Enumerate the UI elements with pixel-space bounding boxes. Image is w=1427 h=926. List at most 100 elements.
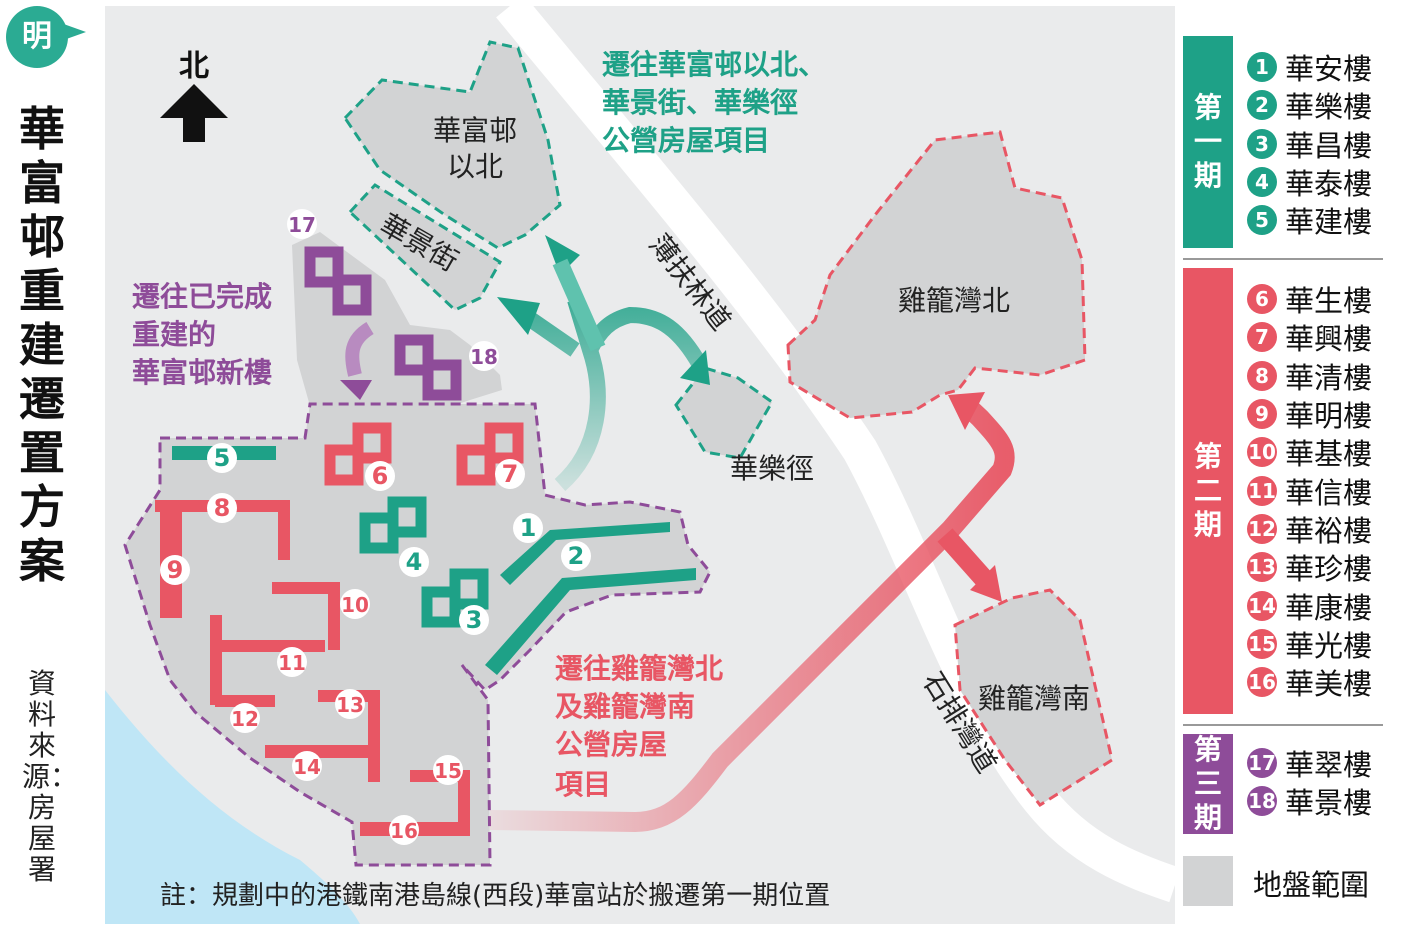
- building-marker-label-5: 5: [214, 444, 231, 472]
- building-marker-8: [207, 493, 237, 523]
- legend-number-badge: 15: [1247, 628, 1277, 659]
- legend-divider: [1183, 724, 1383, 726]
- legend-ground-swatch: [1183, 856, 1233, 906]
- legend-item-12: 12 華裕樓: [1247, 510, 1372, 548]
- building-7-block: [456, 422, 524, 486]
- building-1-block: [500, 522, 670, 585]
- phase1-arrowhead-right: [680, 350, 710, 385]
- building-marker-label-14: 14: [293, 755, 321, 779]
- building-marker-label-13: 13: [336, 693, 364, 717]
- legend-number-badge: 8: [1247, 360, 1277, 391]
- building-marker-15: [433, 755, 463, 785]
- legend-number-badge: 16: [1247, 667, 1277, 698]
- site-wah-lok-path: [674, 366, 774, 460]
- annotation-phase1: 遷往華富邨以北、華景街、華樂徑公營房屋項目: [602, 48, 826, 157]
- legend-number-badge: 18: [1247, 786, 1277, 817]
- legend-item-4: 4 華泰樓: [1247, 163, 1372, 201]
- building-marker-16: [389, 815, 419, 845]
- building-12-block: [215, 695, 275, 707]
- site-wah-king-street: [347, 183, 503, 312]
- legend-building-name: 華裕樓: [1285, 513, 1373, 548]
- annotation-phase3: 遷往已完成重建的華富邨新樓: [132, 280, 272, 389]
- building-marker-label-6: 6: [372, 462, 389, 490]
- legend-number-badge: 12: [1247, 513, 1277, 544]
- legend-building-name: 華樂樓: [1285, 90, 1373, 125]
- building-4-block: [359, 496, 427, 554]
- legend-number-badge: 10: [1247, 437, 1277, 468]
- building-marker-label-3: 3: [466, 606, 483, 634]
- building-marker-label-2: 2: [568, 542, 585, 570]
- legend-number-badge: 7: [1247, 322, 1277, 353]
- legend-number-badge: 4: [1247, 167, 1277, 198]
- site-kai-lung-wan-north: [786, 130, 1087, 420]
- building-18-block: [394, 334, 462, 401]
- label-wah-lok-path: 華樂徑: [730, 452, 814, 485]
- legend-phase3-label: 第三期: [1193, 733, 1222, 834]
- building-marker-3: [459, 605, 489, 635]
- building-marker-17: [287, 209, 317, 239]
- building-marker-2: [561, 541, 591, 571]
- legend-building-name: 華建樓: [1285, 205, 1373, 240]
- building-marker-label-17: 17: [288, 213, 316, 237]
- north-label: 北: [179, 49, 209, 84]
- legend-building-name: 華興樓: [1285, 322, 1373, 357]
- phase2-route: [489, 394, 1015, 833]
- legend-building-name: 華生樓: [1285, 284, 1373, 319]
- label-kai-lung-wan-south: 雞籠灣南: [978, 682, 1090, 715]
- building-marker-label-7: 7: [502, 460, 519, 488]
- building-marker-14: [292, 751, 322, 781]
- footnote: 註：規劃中的港鐵南港島線(西段)華富站於搬遷第一期位置: [160, 881, 830, 911]
- legend-number-badge: 17: [1247, 748, 1277, 779]
- building-marker-label-1: 1: [520, 514, 537, 542]
- legend-number-badge: 11: [1247, 475, 1277, 506]
- building-marker-label-18: 18: [470, 345, 498, 369]
- legend-item-18: 18 華景樓: [1247, 782, 1372, 820]
- legend-building-name: 華安樓: [1285, 52, 1373, 87]
- page-title: 華富邨重建遷置方案: [19, 102, 65, 588]
- building-marker-1: [513, 513, 543, 543]
- building-10-block: [272, 582, 340, 650]
- legend-number-badge: 6: [1247, 284, 1277, 315]
- sea: [105, 690, 360, 924]
- legend-phase2-label: 第二期: [1193, 440, 1222, 541]
- logo-badge: 明: [6, 6, 68, 68]
- site-kai-lung-wan-south: [953, 588, 1114, 807]
- building-14-block: [265, 745, 375, 758]
- building-marker-label-16: 16: [390, 819, 418, 843]
- legend-item-17: 17 華翠樓: [1247, 744, 1372, 782]
- legend-divider: [1183, 258, 1383, 260]
- legend-building-name: 華翠樓: [1285, 748, 1373, 783]
- phase3-arrowhead: [340, 380, 372, 400]
- road-pok-fu-lam: [496, 0, 1181, 903]
- building-6-block: [324, 422, 392, 486]
- legend-number-badge: 3: [1247, 128, 1277, 159]
- building-2-block: [485, 568, 696, 675]
- building-marker-13: [335, 689, 365, 719]
- legend-building-name: 華康樓: [1285, 590, 1373, 625]
- building-marker-18: [469, 341, 499, 371]
- legend-building-name: 華景樓: [1285, 786, 1373, 821]
- building-marker-9: [160, 555, 190, 585]
- legend-item-7: 7 華興樓: [1247, 318, 1372, 356]
- building-marker-10: [340, 589, 370, 619]
- building-marker-12: [230, 703, 260, 733]
- building-marker-7: [495, 459, 525, 489]
- legend-building-name: 華泰樓: [1285, 167, 1373, 202]
- phase1-figure8-buildings: [359, 496, 489, 628]
- label-kai-lung-wan-north: 雞籠灣北: [898, 284, 1010, 317]
- building-marker-4: [399, 547, 429, 577]
- building-marker-6: [365, 461, 395, 491]
- legend-building-name: 華信樓: [1285, 475, 1373, 510]
